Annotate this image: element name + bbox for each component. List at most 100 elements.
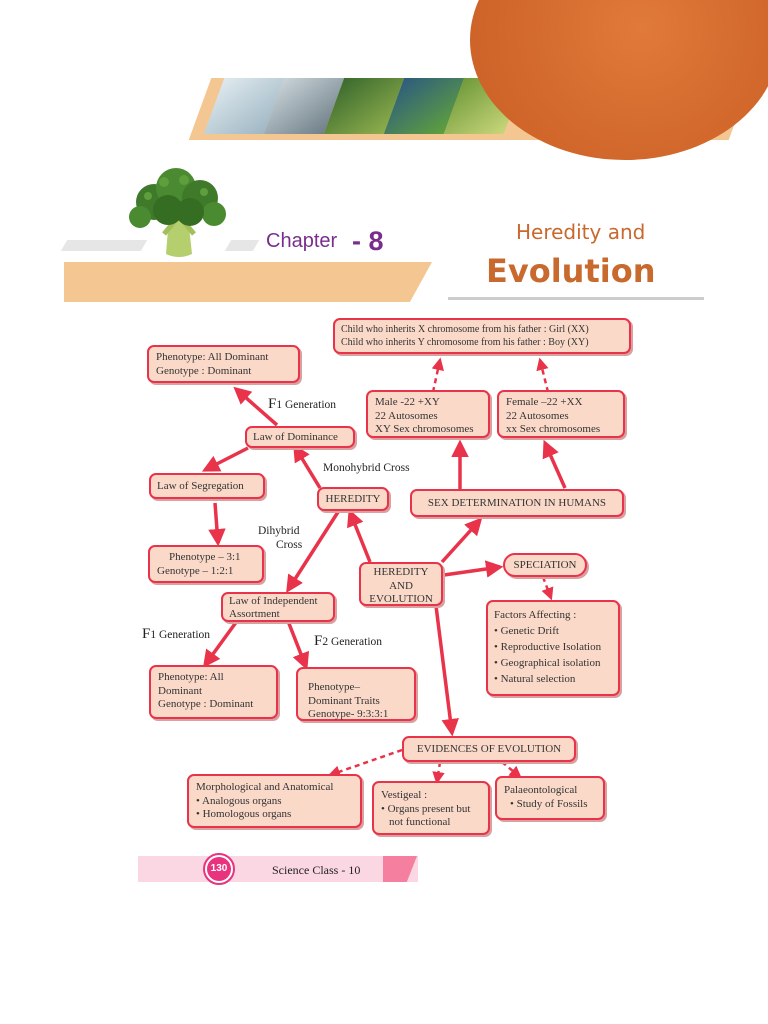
- page-number: 130: [207, 857, 231, 881]
- dihybrid-label: Dihybrid: [258, 525, 300, 537]
- arrow-evidences-to-palaeo: [501, 761, 522, 779]
- monohybrid-cross-label: Monohybrid Cross: [323, 462, 410, 474]
- arrow-hae-to-speciation: [443, 560, 504, 578]
- arrow-dominance-to-phenotype: [233, 386, 279, 427]
- arrow-hae-to-heredity: [347, 508, 372, 563]
- footer-bar: [138, 856, 418, 882]
- phenotype-9331-box: Phenotype– Dominant Traits Genotype- 9:3…: [296, 667, 416, 721]
- heredity-and-evolution-box: HEREDITY AND EVOLUTION: [359, 562, 443, 606]
- box-line: Male -22 +XY: [375, 396, 440, 408]
- box-line: Law of Dominance: [253, 431, 338, 443]
- chapter-number: - 8: [352, 226, 384, 256]
- arrow-heredity-to-dominance: [293, 444, 322, 489]
- chapter-label: Chapter: [266, 230, 338, 252]
- box-line: Phenotype–: [308, 681, 360, 693]
- f1-generation-bottom-label: F1 Generation: [142, 626, 211, 642]
- box-line: Morphological and Anatomical: [196, 781, 334, 793]
- box-line: Genotype : Dominant: [156, 364, 252, 377]
- box-line: HEREDITY: [373, 566, 429, 578]
- law-of-dominance-box: Law of Dominance: [245, 426, 355, 448]
- inherit-line: Child who inherits X chromosome from his…: [341, 324, 589, 335]
- f1-rest: 1 Generation: [150, 629, 211, 641]
- box-line: • Genetic Drift: [494, 625, 559, 637]
- box-line: Palaeontological: [504, 784, 578, 796]
- box-line: • Organs present but: [381, 802, 471, 815]
- book-title: Science Class - 10: [272, 863, 361, 877]
- male-box: Male -22 +XY 22 Autosomes XY Sex chromos…: [366, 390, 490, 438]
- box-line: XY Sex chromosomes: [375, 423, 474, 435]
- box-line: Female –22 +XX: [506, 396, 583, 408]
- box-line: EVOLUTION: [369, 593, 433, 605]
- inherit-box: Child who inherits X chromosome from his…: [333, 318, 631, 354]
- speciation-box: SPECIATION: [503, 553, 587, 577]
- female-box: Female –22 +XX 22 Autosomes xx Sex chrom…: [497, 390, 625, 438]
- box-line: AND: [389, 579, 413, 592]
- arrow-dominance-to-segregation: [201, 446, 249, 472]
- box-line: • Study of Fossils: [510, 797, 588, 810]
- f1-prefix: F: [142, 626, 151, 642]
- title-underline: [448, 297, 704, 300]
- box-line: • Geographical isolation: [494, 657, 601, 669]
- box-line: • Analogous organs: [196, 794, 282, 807]
- f1-rest: 1 Generation: [276, 399, 337, 411]
- box-line: Phenotype: All Dominant: [156, 351, 269, 363]
- broccoli-image: [129, 168, 226, 257]
- box-line: Factors Affecting :: [494, 609, 577, 621]
- box-line: not functional: [389, 816, 451, 828]
- box-line: Law of Independent: [229, 595, 318, 607]
- box-line: Phenotype: All: [158, 671, 224, 683]
- arrow-female-to-inherit: [536, 357, 550, 393]
- palaeontological-box: Palaeontological • Study of Fossils: [495, 776, 605, 820]
- box-line: xx Sex chromosomes: [506, 423, 601, 435]
- inherit-line: Child who inherits Y chromosome from his…: [341, 337, 589, 348]
- f2-generation-label: F2 Generation: [314, 633, 383, 649]
- box-line: SPECIATION: [513, 559, 577, 571]
- phenotype-dominant-bottom-box: Phenotype: All Dominant Genotype : Domin…: [149, 665, 278, 719]
- box-line: 22 Autosomes: [506, 409, 569, 422]
- box-line: Law of Segregation: [157, 480, 244, 492]
- chapter-bar: [64, 262, 432, 302]
- box-line: • Reproductive Isolation: [494, 641, 602, 653]
- arrow-speciation-to-factors: [541, 576, 554, 601]
- law-of-segregation-box: Law of Segregation: [149, 473, 265, 499]
- box-line: 22 Autosomes: [375, 409, 438, 422]
- f1-prefix: F: [268, 396, 277, 412]
- box-line: Dominant: [158, 684, 202, 697]
- box-line: Genotype : Dominant: [158, 698, 254, 710]
- phenotype-dominant-top-box: Phenotype: All Dominant Genotype : Domin…: [147, 345, 300, 383]
- vestigeal-box: Vestigeal : • Organs present but not fun…: [372, 781, 490, 835]
- law-of-independent-assortment-box: Law of Independent Assortment: [221, 592, 335, 622]
- box-line: • Natural selection: [494, 673, 576, 685]
- chapter-title-line1: Heredity and: [516, 220, 646, 244]
- box-line: Genotype – 1:2:1: [157, 564, 234, 577]
- arrow-evidences-to-morph: [327, 748, 403, 778]
- heredity-box: HEREDITY: [317, 487, 389, 511]
- factors-affecting-box: Factors Affecting : • Genetic Drift • Re…: [486, 600, 620, 696]
- f1-generation-top-label: F1 Generation: [268, 396, 337, 412]
- f2-rest: 2 Generation: [322, 636, 383, 648]
- arrow-sexdet-to-female: [542, 439, 567, 489]
- morphological-box: Morphological and Anatomical • Analogous…: [187, 774, 362, 828]
- arrow-hae-to-evidences: [434, 605, 459, 737]
- sex-determination-box: SEX DETERMINATION IN HUMANS: [410, 489, 624, 517]
- arrow-heredity-to-independent: [286, 511, 340, 593]
- box-line: SEX DETERMINATION IN HUMANS: [427, 497, 607, 509]
- arrow-evidences-to-vestigeal: [432, 761, 445, 785]
- arrow-male-to-inherit: [431, 357, 444, 393]
- cross-label: Cross: [276, 539, 303, 551]
- box-line: Dominant Traits: [308, 694, 380, 707]
- evidences-of-evolution-box: EVIDENCES OF EVOLUTION: [402, 736, 576, 762]
- ratio-321-box: Phenotype – 3:1 Genotype – 1:2:1: [148, 545, 264, 583]
- box-line: EVIDENCES OF EVOLUTION: [416, 743, 562, 755]
- f2-prefix: F: [314, 633, 323, 649]
- arrow-hae-to-sexdet: [440, 517, 483, 564]
- box-line: Phenotype – 3:1: [169, 551, 241, 563]
- arrow-independent-to-f2: [286, 620, 310, 671]
- box-line: Vestigeal :: [381, 789, 428, 801]
- arrow-independent-to-f1: [202, 619, 239, 668]
- chapter-title-line2: Evolution: [486, 252, 656, 290]
- box-line: • Homologous organs: [196, 808, 292, 820]
- box-line: Assortment: [229, 608, 280, 620]
- box-line: HEREDITY: [325, 493, 381, 505]
